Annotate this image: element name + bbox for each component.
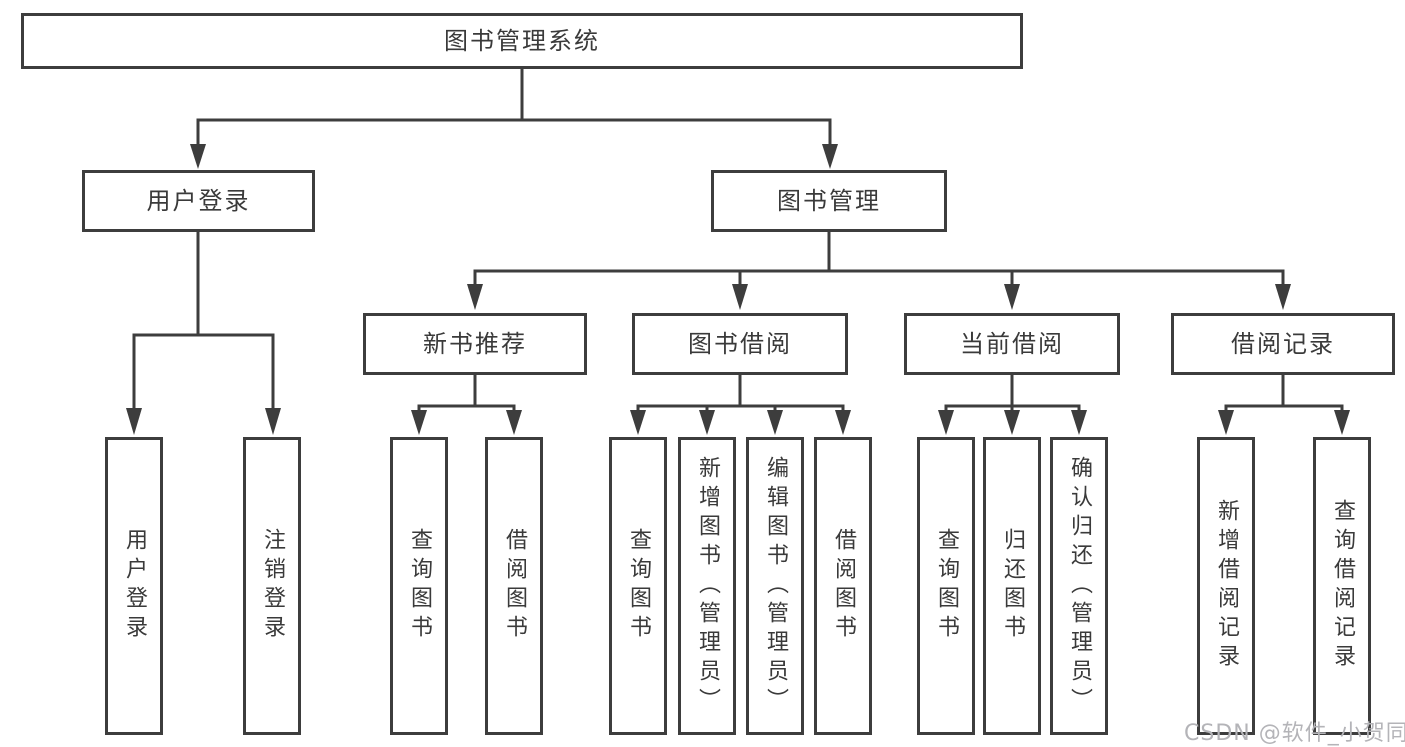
watermark: CSDN @软件_小贺同学 [1184, 721, 1405, 746]
node-new-book-recommend: 新书推荐 [363, 313, 587, 375]
node-label: 借阅图书 [502, 528, 527, 644]
arrow-icon [126, 408, 142, 435]
arrow-icon [938, 410, 954, 435]
connector-borrowing-to-leaves [636, 375, 845, 412]
leaf-confirm-return-admin: 确认归还（管理员） [1050, 437, 1108, 735]
node-label: 查询图书 [407, 528, 432, 644]
node-label: 当前借阅 [960, 330, 1064, 358]
node-book-management: 图书管理 [711, 170, 947, 232]
connector-bookmgmt-to-level3 [473, 232, 1285, 287]
arrow-icon [1218, 410, 1234, 435]
leaf-edit-books-admin: 编辑图书（管理员） [746, 437, 804, 735]
node-label: 确认归还（管理员） [1067, 455, 1092, 717]
arrow-icon [1334, 410, 1350, 435]
arrow-icon [467, 284, 483, 310]
node-label: 借阅记录 [1231, 330, 1335, 358]
arrow-icon [822, 144, 838, 169]
node-label: 新书推荐 [423, 330, 527, 358]
arrow-icon [265, 408, 281, 435]
node-user-login: 用户登录 [82, 170, 315, 232]
node-label: 用户登录 [146, 187, 251, 215]
node-label: 查询图书 [934, 528, 959, 644]
node-book-borrowing: 图书借阅 [632, 313, 848, 375]
node-label: 借阅图书 [831, 528, 856, 644]
arrow-icon [767, 410, 783, 435]
leaf-query-books-recommend: 查询图书 [390, 437, 448, 735]
leaf-add-borrow-record: 新增借阅记录 [1197, 437, 1255, 735]
connector-current-to-leaves [944, 375, 1081, 412]
node-label: 查询图书 [626, 528, 651, 644]
leaf-borrow-books-borrowing: 借阅图书 [814, 437, 872, 735]
arrowheads [126, 144, 1350, 435]
arrow-icon [1004, 284, 1020, 310]
node-label: 归还图书 [1000, 528, 1025, 644]
arrow-icon [1004, 410, 1020, 435]
arrow-icon [835, 410, 851, 435]
leaf-query-books-current: 查询图书 [917, 437, 975, 735]
node-label: 新增图书（管理员） [695, 455, 720, 717]
node-label: 编辑图书（管理员） [763, 455, 788, 717]
node-library-system: 图书管理系统 [21, 13, 1023, 69]
node-label: 图书管理系统 [444, 27, 600, 55]
node-label: 图书借阅 [688, 330, 792, 358]
leaf-query-borrow-record: 查询借阅记录 [1313, 437, 1371, 735]
arrow-icon [190, 144, 206, 169]
node-borrowing-records: 借阅记录 [1171, 313, 1395, 375]
leaf-return-books: 归还图书 [983, 437, 1041, 735]
node-label: 图书管理 [777, 187, 881, 215]
node-label: 用户登录 [122, 528, 147, 644]
node-label: 查询借阅记录 [1330, 499, 1355, 673]
arrow-icon [1071, 410, 1087, 435]
arrow-icon [506, 410, 522, 435]
arrow-icon [630, 410, 646, 435]
leaf-logout-login: 注销登录 [243, 437, 301, 735]
leaf-query-books-borrowing: 查询图书 [609, 437, 667, 735]
node-label: 注销登录 [260, 528, 285, 644]
arrow-icon [732, 284, 748, 310]
leaf-borrow-books-recommend: 借阅图书 [485, 437, 543, 735]
arrow-icon [1275, 284, 1291, 310]
node-current-borrowing: 当前借阅 [904, 313, 1120, 375]
node-label: 新增借阅记录 [1214, 499, 1239, 673]
connector-userlogin-to-leaves [132, 232, 275, 411]
leaf-add-books-admin: 新增图书（管理员） [678, 437, 736, 735]
connector-root-to-level2 [196, 69, 832, 146]
arrow-icon [411, 410, 427, 435]
leaf-user-login: 用户登录 [105, 437, 163, 735]
connector-recommend-to-leaves [417, 375, 516, 412]
arrow-icon [699, 410, 715, 435]
connector-records-to-leaves [1224, 375, 1344, 412]
